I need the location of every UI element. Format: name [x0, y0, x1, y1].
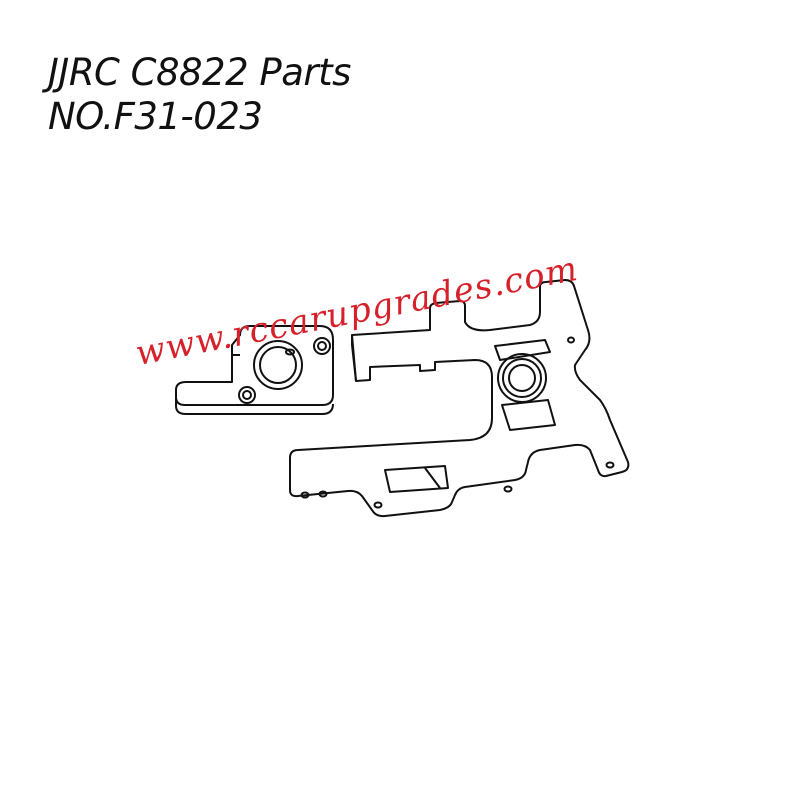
frame-plate [289, 279, 630, 518]
mount-plate [175, 325, 334, 415]
part-number: NO.F31-023 [48, 95, 263, 138]
part-title: JJRC C8822 Parts [48, 51, 351, 94]
